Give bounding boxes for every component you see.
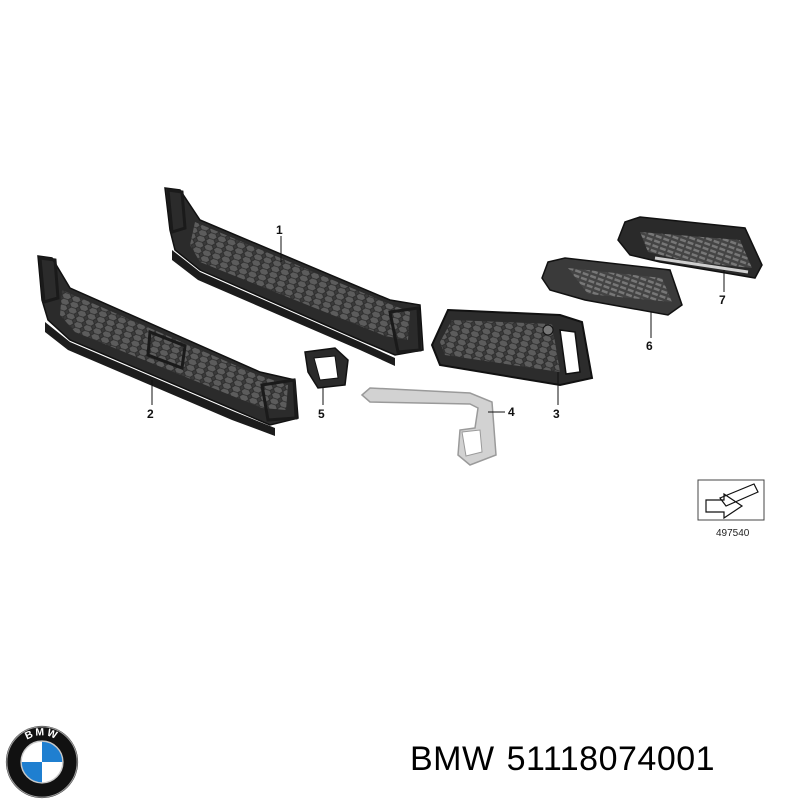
bmw-logo: BMW: [5, 725, 79, 799]
part-number: 51118074001: [506, 740, 716, 778]
callout-6: 6: [646, 339, 653, 353]
grille-part-1: [164, 187, 424, 366]
callout-4: 4: [508, 405, 515, 419]
grille-part-2: [37, 255, 299, 436]
bracket-part-5: [304, 347, 349, 389]
reference-box: [697, 479, 765, 521]
callout-5: 5: [318, 407, 325, 421]
frame-part-7: [617, 216, 763, 279]
svg-text:BMW: BMW: [24, 727, 61, 742]
arrow-icon: [705, 483, 759, 520]
trim-part-4: [360, 387, 497, 466]
leader-lines: [151, 236, 725, 413]
callout-7: 7: [719, 293, 726, 307]
callout-2: 2: [147, 407, 154, 421]
reference-number: 497540: [716, 528, 750, 539]
vent-grille-part-3: [430, 308, 594, 387]
vent-insert-part-6: [541, 257, 683, 316]
part-caption: BMW 51118074001: [410, 740, 727, 779]
brand-name: BMW: [410, 740, 495, 778]
callout-1: 1: [276, 223, 283, 237]
callout-3: 3: [553, 407, 560, 421]
